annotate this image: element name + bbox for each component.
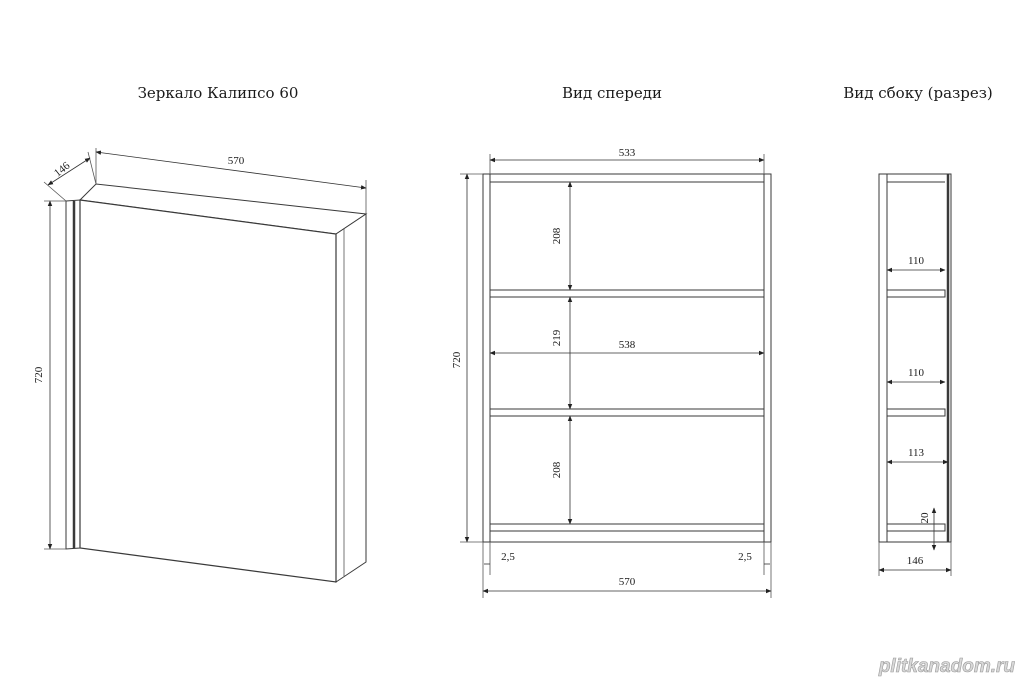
dimension-front-offset-right: 2,5 (738, 551, 752, 563)
dimension-side-shelf-middle: 110 (908, 367, 925, 379)
dimension-side-shelf-bottom: 113 (908, 447, 925, 459)
dimension-iso-depth: 146 (52, 160, 73, 180)
dimension-front-shelf-top: 208 (551, 227, 563, 244)
dimension-front-shelf-middle: 219 (551, 329, 563, 346)
dimension-front-shelf-bottom: 208 (551, 461, 563, 478)
isometric-cabinet: 570 146 720 (33, 148, 368, 583)
watermark: plitkanadom.ru (878, 656, 1016, 677)
dimension-front-height: 720 (451, 351, 463, 368)
front-shelf-2 (489, 408, 765, 417)
title-front-view: Вид спереди (562, 84, 662, 102)
dimension-iso-width: 570 (228, 155, 245, 167)
front-shelf-1 (489, 289, 765, 298)
side-shelf-2 (886, 408, 946, 417)
cabinet-side-face (335, 213, 367, 583)
dimension-side-total-depth: 146 (907, 555, 924, 567)
side-shelf-1 (886, 289, 946, 298)
dimension-front-total-width: 570 (619, 576, 636, 588)
dimension-line-iso-depth (47, 157, 91, 186)
dimension-front-inner-width: 533 (619, 147, 636, 159)
title-side-view: Вид сбоку (разрез) (843, 84, 993, 102)
dimension-side-bottom-gap: 20 (919, 512, 931, 524)
title-isometric-view: Зеркало Калипсо 60 (138, 84, 299, 102)
front-view-drawing: 533 720 208 219 208 538 2,5 2,5 570 (451, 147, 772, 598)
dimension-front-offset-left: 2,5 (501, 551, 515, 563)
front-outer-frame (482, 173, 772, 543)
front-shelf-3 (489, 523, 765, 532)
dimension-front-inner-span: 538 (619, 339, 636, 351)
side-view-drawing: 110 110 113 20 146 (878, 173, 952, 576)
dimension-iso-height: 720 (33, 366, 45, 383)
side-shelf-3 (886, 523, 946, 532)
side-outer-frame (878, 173, 952, 543)
dimension-side-shelf-top: 110 (908, 255, 925, 267)
dimension-line-iso-width (95, 150, 367, 190)
cabinet-front-door (79, 199, 337, 583)
